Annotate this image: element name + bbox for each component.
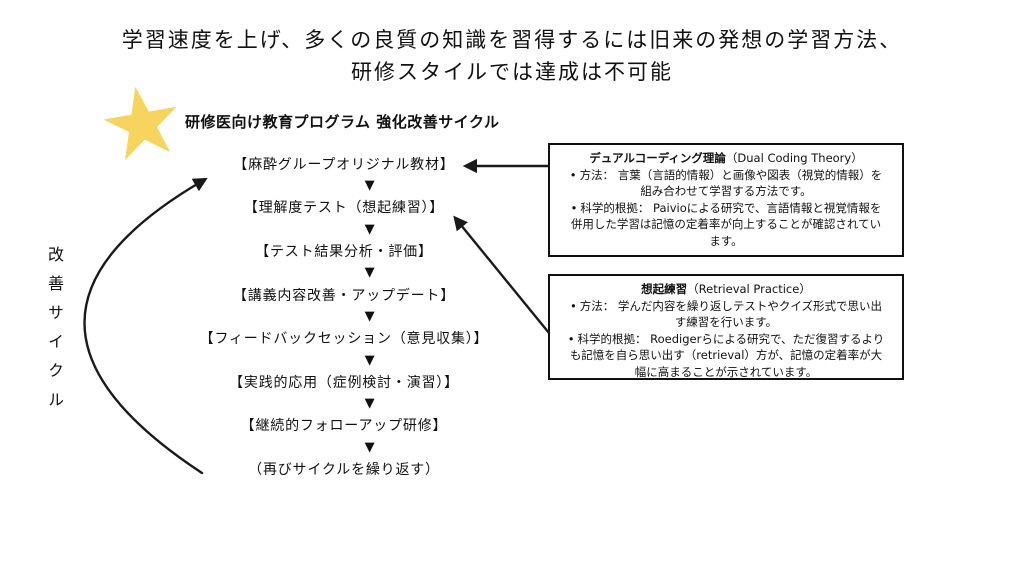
bullet-icon: • bbox=[567, 331, 575, 346]
retrieval-title-jp: 想起練習 bbox=[641, 282, 688, 296]
down-arrow-icon: ▼ bbox=[364, 352, 376, 368]
cycle-step-1: 【麻酔グループオリジナル教材】 bbox=[233, 156, 455, 173]
cycle-step-6: 【実践的応用（症例検討・演習）】 bbox=[229, 374, 459, 391]
dual-coding-title-jp: デュアルコーディング理論 bbox=[589, 151, 726, 165]
bullet-icon: • bbox=[570, 200, 578, 215]
down-arrow-icon: ▼ bbox=[364, 221, 376, 237]
dual-coding-bullet-2-text: 科学的根拠： Paivioによる研究で、言語情報と視覚情報を併用した学習は記憶の… bbox=[570, 200, 882, 248]
cycle-step-3: 【テスト結果分析・評価】 bbox=[255, 244, 433, 261]
cycle-step-7: 【継続的フォローアップ研修】 bbox=[240, 418, 448, 435]
down-arrow-icon: ▼ bbox=[364, 396, 376, 412]
dual-coding-bullet-2: •科学的根拠： Paivioによる研究で、言語情報と視覚情報を併用した学習は記憶… bbox=[566, 200, 886, 250]
dual-coding-box: デュアルコーディング理論（Dual Coding Theory） •方法： 言葉… bbox=[548, 143, 904, 257]
dual-coding-bullet-1-text: 方法： 言葉（言語的情報）と画像や図表（視覚的情報）を組み合わせて学習する方法で… bbox=[579, 167, 883, 199]
cycle-step-4: 【講義内容改善・アップデート】 bbox=[233, 287, 455, 304]
retrieval-title-en: （Retrieval Practice） bbox=[687, 282, 811, 296]
down-arrow-icon: ▼ bbox=[364, 439, 376, 455]
dual-coding-title: デュアルコーディング理論（Dual Coding Theory） bbox=[566, 150, 886, 167]
star-shape bbox=[103, 86, 177, 161]
retrieval-bullet-1-text: 方法： 学んだ内容を繰り返しテストやクイズ形式で思い出す練習を行います。 bbox=[579, 298, 883, 330]
cycle-side-label: 改善サイクル bbox=[45, 246, 64, 420]
retrieval-title: 想起練習（Retrieval Practice） bbox=[566, 281, 886, 298]
retrieval-practice-box: 想起練習（Retrieval Practice） •方法： 学んだ内容を繰り返し… bbox=[548, 274, 904, 380]
down-arrow-icon: ▼ bbox=[364, 265, 376, 281]
page-title: 学習速度を上げ、多くの良質の知識を習得するには旧来の発想の学習方法、 研修スタイ… bbox=[0, 24, 1024, 88]
retrieval-bullet-1: •方法： 学んだ内容を繰り返しテストやクイズ形式で思い出す練習を行います。 bbox=[566, 298, 886, 331]
cycle-step-8: （再びサイクルを繰り返す） bbox=[248, 462, 440, 479]
down-arrow-icon: ▼ bbox=[364, 178, 376, 194]
page-title-line1: 学習速度を上げ、多くの良質の知識を習得するには旧来の発想の学習方法、 bbox=[121, 28, 903, 52]
dual-coding-bullet-1: •方法： 言葉（言語的情報）と画像や図表（視覚的情報）を組み合わせて学習する方法… bbox=[566, 167, 886, 200]
page-title-line2: 研修スタイルでは達成は不可能 bbox=[351, 60, 673, 84]
bullet-icon: • bbox=[569, 167, 577, 182]
retrieval-bullet-2: •科学的根拠： Roedigerらによる研究で、ただ復習するよりも記憶を自ら思い… bbox=[566, 331, 886, 381]
star-icon bbox=[103, 86, 177, 161]
cycle-flow: 【麻酔グループオリジナル教材】 ▼ 【理解度テスト（想起練習）】 ▼ 【テスト結… bbox=[152, 153, 536, 480]
bullet-icon: • bbox=[569, 298, 577, 313]
down-arrow-icon: ▼ bbox=[364, 308, 376, 324]
dual-coding-title-en: （Dual Coding Theory） bbox=[725, 151, 863, 165]
cycle-step-2: 【理解度テスト（想起練習）】 bbox=[243, 200, 445, 217]
retrieval-bullet-2-text: 科学的根拠： Roedigerらによる研究で、ただ復習するよりも記憶を自ら思い出… bbox=[569, 331, 885, 379]
cycle-step-5: 【フィードバックセッション（意見収集）】 bbox=[199, 331, 489, 348]
section-heading: 研修医向け教育プログラム 強化改善サイクル bbox=[185, 113, 500, 131]
